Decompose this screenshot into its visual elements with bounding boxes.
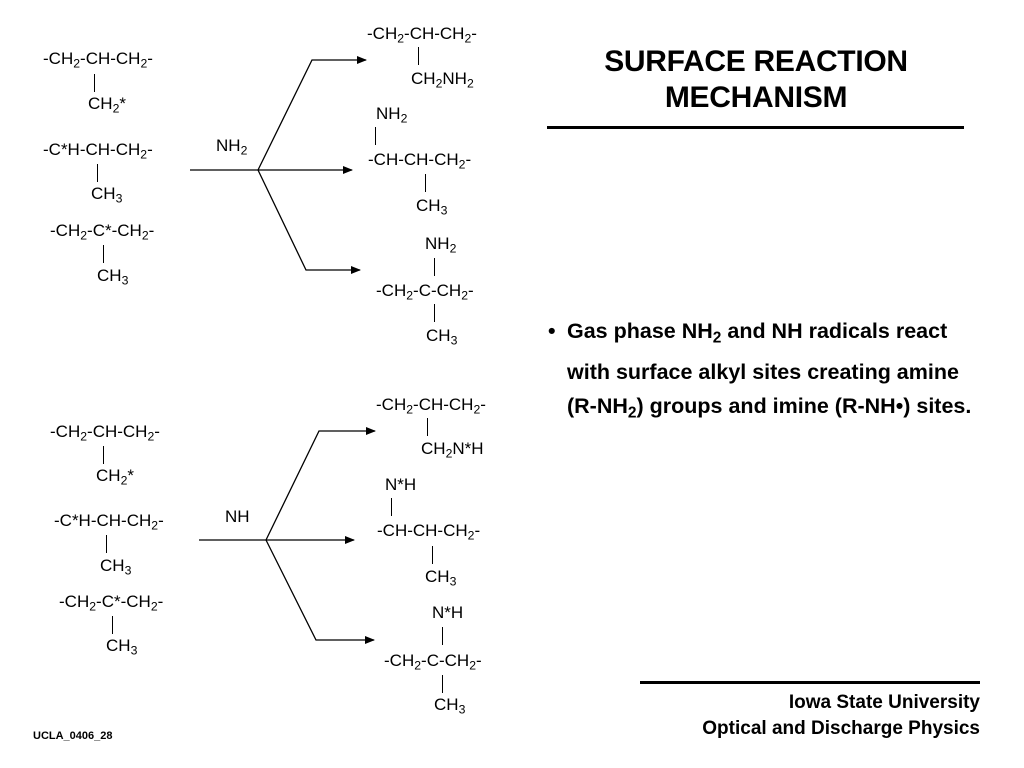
nh2-arrow-upper — [257, 56, 367, 171]
nh-product-1-chain: -CH2-CH-CH2- — [376, 395, 486, 417]
nh-reactant-3-bond — [112, 616, 113, 634]
nh-product-2-lower-bond — [432, 546, 433, 564]
nh2-reactant-2-chain: -C*H-CH-CH2- — [43, 140, 153, 162]
bullet-dot: • — [548, 319, 556, 343]
nh2-product-3-substituent: CH3 — [426, 326, 458, 348]
nh-reactant-2-bond — [106, 535, 107, 553]
nh-product-3-upper-bond — [442, 627, 443, 645]
nh2-reactant-2-substituent: CH3 — [91, 184, 123, 206]
nh2-product-3-chain: -CH2-C-CH2- — [376, 281, 474, 303]
nh2-reactant-3-bond — [103, 245, 104, 263]
nh2-product-3-upper: NH2 — [425, 234, 457, 256]
nh-product-1-bond — [427, 418, 428, 436]
nh-reactant-1-chain: -CH2-CH-CH2- — [50, 422, 160, 444]
nh2-product-2-upper-bond — [375, 127, 376, 145]
nh2-product-2-upper: NH2 — [376, 104, 408, 126]
nh2-reactant-3-chain: -CH2-C*-CH2- — [50, 221, 155, 243]
nh-product-1-substituent: CH2N*H — [421, 439, 484, 461]
nh-reactant-2-substituent: CH3 — [100, 556, 132, 578]
nh2-product-2-substituent: CH3 — [416, 196, 448, 218]
nh2-reagent-label: NH2 — [216, 136, 248, 158]
nh2-product-3-lower-bond — [434, 304, 435, 322]
title-line-1: SURFACE REACTION — [604, 45, 908, 78]
nh2-product-1-bond — [418, 47, 419, 65]
nh-product-3-substituent: CH3 — [434, 695, 466, 717]
footer-university: Iowa State University — [788, 692, 980, 713]
nh2-reactant-1-bond — [94, 74, 95, 92]
nh2-reactant-1-substituent: CH2* — [88, 94, 126, 116]
nh-product-3-chain: -CH2-C-CH2- — [384, 651, 482, 673]
bullet-text: Gas phase NH2 and NH radicals react with… — [567, 319, 972, 422]
nh-product-2-upper-bond — [391, 498, 392, 516]
nh-product-2-chain: -CH-CH-CH2- — [377, 521, 481, 543]
footer-affiliation: Iowa State University Optical and Discha… — [640, 690, 980, 742]
nh2-product-1-substituent: CH2NH2 — [411, 69, 474, 91]
slide-id: UCLA_0406_28 — [33, 730, 113, 742]
nh-arrows — [199, 427, 376, 644]
title-divider — [547, 126, 964, 129]
title-line-2: MECHANISM — [664, 81, 848, 114]
slide-title: SURFACE REACTION MECHANISM — [548, 44, 964, 116]
nh-reactant-3-substituent: CH3 — [106, 636, 138, 658]
nh2-product-3-upper-bond — [434, 258, 435, 276]
nh-reactant-1-bond — [103, 446, 104, 464]
footer-divider — [640, 681, 980, 684]
nh2-reactant-2-bond — [97, 164, 98, 182]
nh2-reactant-1-chain: -CH2-CH-CH2- — [43, 49, 153, 71]
nh2-product-2-lower-bond — [425, 174, 426, 192]
nh-reactant-3-chain: -CH2-C*-CH2- — [59, 592, 164, 614]
nh-reactant-1-substituent: CH2* — [96, 466, 134, 488]
nh-arrow-lower — [265, 539, 375, 644]
nh2-arrow-lower — [257, 169, 361, 274]
nh2-arrows — [190, 56, 367, 274]
nh-product-3-lower-bond — [442, 675, 443, 693]
footer-group: Optical and Discharge Physics — [702, 718, 980, 739]
nh-arrow-upper — [265, 427, 376, 541]
nh2-product-1-chain: -CH2-CH-CH2- — [367, 24, 477, 46]
nh2-product-2-chain: -CH-CH-CH2- — [368, 150, 472, 172]
nh-product-2-substituent: CH3 — [425, 567, 457, 589]
nh-reagent-label: NH — [225, 507, 250, 526]
nh2-reactant-3-substituent: CH3 — [97, 266, 129, 288]
nh-product-3-upper: N*H — [432, 603, 464, 622]
nh-reactant-2-chain: -C*H-CH-CH2- — [54, 511, 164, 533]
nh-product-2-upper: N*H — [385, 475, 417, 494]
